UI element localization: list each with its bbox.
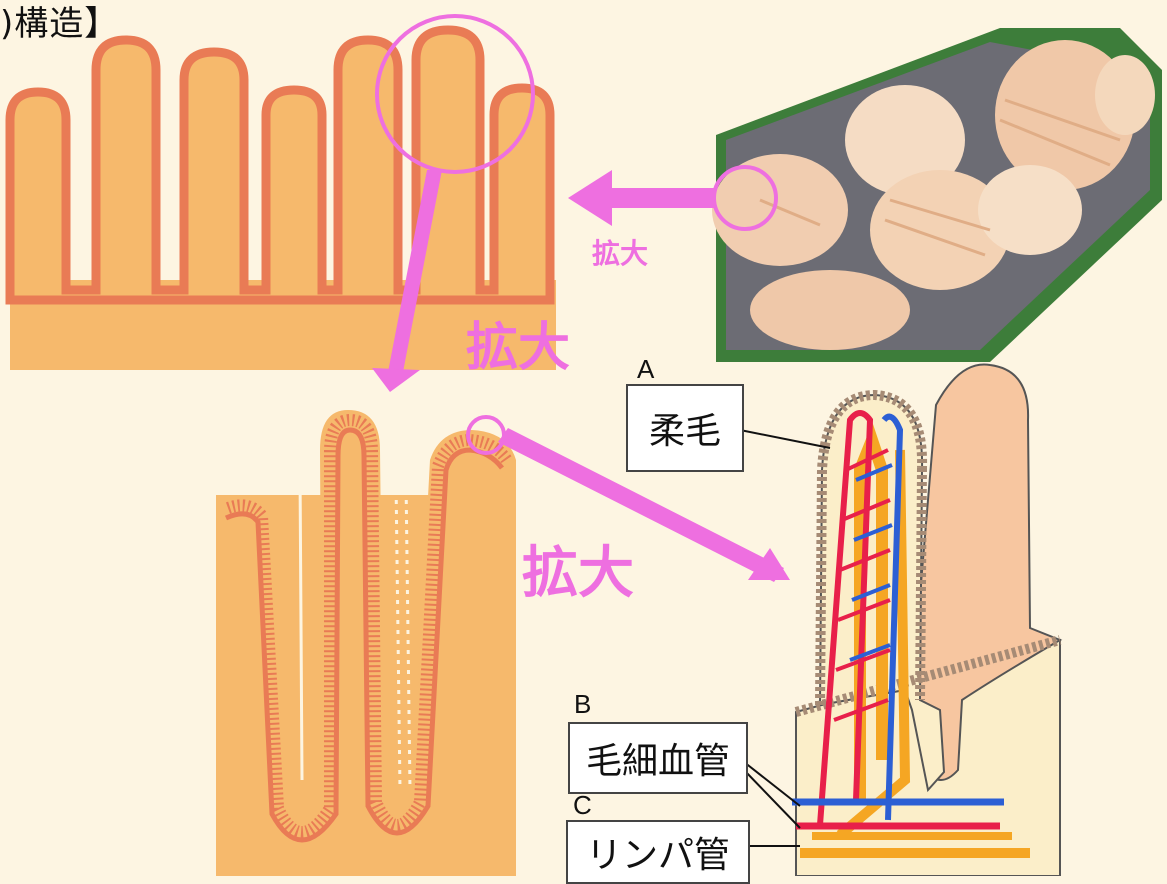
- label-letter-c: C: [573, 790, 592, 821]
- label-letter-a: A: [637, 354, 654, 385]
- magnify-label-mid: 拡大: [466, 305, 570, 380]
- label-box-lymph: リンパ管: [566, 820, 750, 884]
- photo-arrow-shaft: [612, 188, 716, 208]
- villus-cross-section: [792, 365, 1060, 877]
- magnify-label-small: 拡大: [592, 232, 648, 272]
- magnified-villi-illustration: [216, 410, 516, 876]
- label-box-capillary: 毛細血管: [568, 722, 748, 794]
- page-title: )構造】: [0, 0, 119, 45]
- magnify-label-big: 拡大: [522, 528, 634, 609]
- magnify-arrowhead: [372, 368, 420, 392]
- photo-arrowhead: [568, 170, 612, 226]
- label-box-villus: 柔毛: [626, 384, 744, 472]
- label-letter-b: B: [574, 689, 591, 720]
- leader-villus: [740, 430, 830, 448]
- intestine-photo: [712, 28, 1162, 362]
